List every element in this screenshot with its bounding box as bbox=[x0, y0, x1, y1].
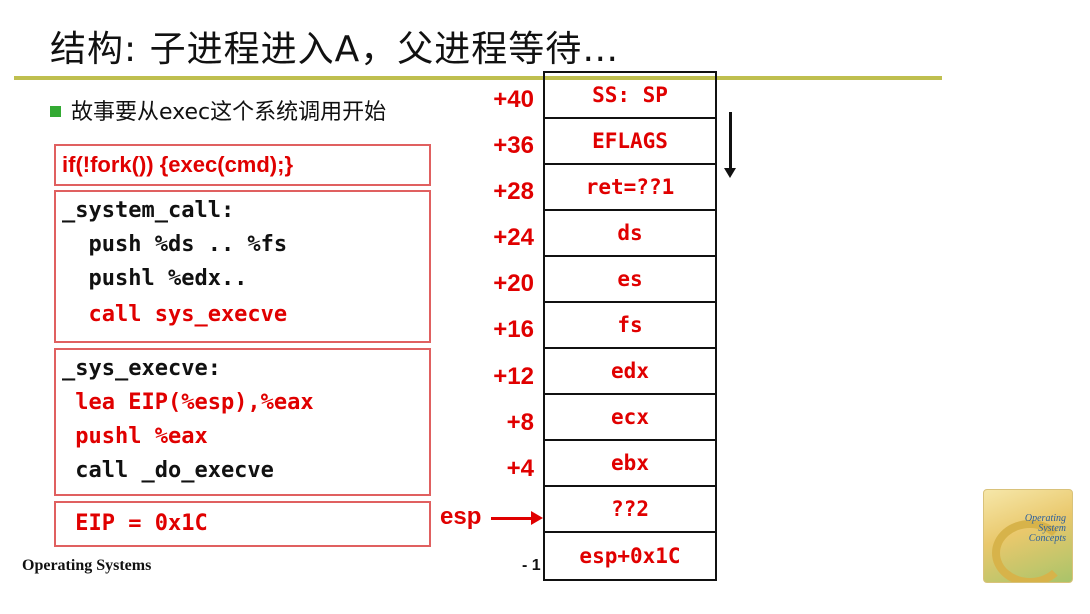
stack-growth-arrow-icon bbox=[724, 112, 736, 178]
esp-label: esp bbox=[440, 503, 482, 530]
stack-cell: ret=??1 bbox=[545, 165, 715, 211]
stack-cell: ds bbox=[545, 211, 715, 257]
stack-cell: ecx bbox=[545, 395, 715, 441]
code-line: pushl %edx.. bbox=[62, 266, 248, 291]
fork-code-line: if(!fork()) {exec(cmd);} bbox=[62, 152, 294, 177]
code-line: push %ds .. %fs bbox=[62, 232, 288, 257]
code-line: call _do_execve bbox=[62, 458, 274, 483]
bullet-item: 故事要从exec这个系统调用开始 bbox=[50, 94, 386, 126]
footer-text: Operating Systems bbox=[22, 557, 152, 574]
stack-cell: edx bbox=[545, 349, 715, 395]
stack-offset: +20 bbox=[493, 270, 534, 297]
eip-code-box: EIP = 0x1C bbox=[54, 501, 431, 547]
stack-offset: +16 bbox=[493, 316, 534, 343]
code-line: call sys_execve bbox=[62, 302, 288, 327]
esp-pointer-arrow-icon bbox=[491, 511, 543, 525]
title-divider bbox=[14, 76, 942, 80]
fork-code-box: if(!fork()) {exec(cmd);} bbox=[54, 144, 431, 186]
sys-execve-code-box: _sys_execve: lea EIP(%esp),%eax pushl %e… bbox=[54, 348, 431, 496]
stack-offset: +40 bbox=[493, 86, 534, 113]
stack-offset: +4 bbox=[506, 455, 534, 482]
stack-offset: +8 bbox=[506, 409, 534, 436]
stack-cell: esp+0x1C bbox=[579, 544, 681, 568]
stack-cell: fs bbox=[545, 303, 715, 349]
code-line: _system_call: bbox=[62, 198, 235, 223]
page-number: - 1 bbox=[522, 557, 541, 574]
stack-cell: es bbox=[545, 257, 715, 303]
code-line: _sys_execve: bbox=[62, 356, 221, 381]
code-line: pushl %eax bbox=[62, 424, 208, 449]
stack-cell: EFLAGS bbox=[545, 119, 715, 165]
stack-cell: SS: SP bbox=[545, 73, 715, 119]
eip-line: EIP = 0x1C bbox=[62, 511, 208, 536]
code-line: lea EIP(%esp),%eax bbox=[62, 390, 314, 415]
slide-title: 结构: 子进程进入A，父进程等待… bbox=[50, 29, 620, 70]
stack-offset: +12 bbox=[493, 363, 534, 390]
system-call-code-box: _system_call: push %ds .. %fs pushl %edx… bbox=[54, 190, 431, 343]
stack-offset: +36 bbox=[493, 132, 534, 159]
stack-cell: ebx bbox=[545, 441, 715, 487]
stack-offset: +28 bbox=[493, 178, 534, 205]
bullet-square-icon bbox=[50, 105, 61, 117]
stack-cell: ??2 bbox=[545, 487, 715, 533]
kernel-stack: SS: SP EFLAGS ret=??1 ds es fs edx ecx e… bbox=[543, 71, 717, 581]
stack-offset: +24 bbox=[493, 224, 534, 251]
bullet-text: 故事要从exec这个系统调用开始 bbox=[71, 100, 387, 125]
dinosaur-icon bbox=[992, 520, 1068, 582]
